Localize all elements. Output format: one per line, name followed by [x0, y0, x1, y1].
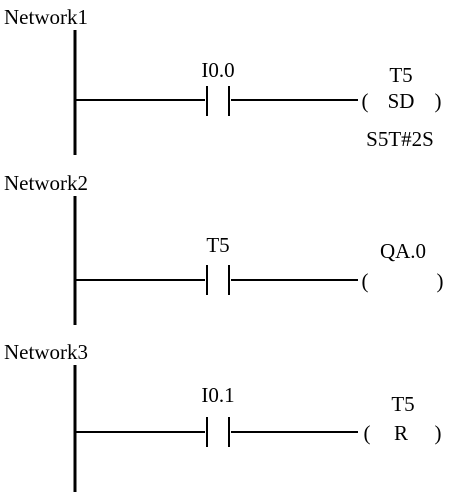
network-title: Network2	[4, 171, 88, 195]
coil-operand: T5	[389, 63, 412, 87]
coil-parameter: S5T#2S	[366, 127, 434, 151]
contact-label: T5	[206, 233, 229, 257]
contact-label: I0.0	[201, 58, 234, 82]
coil-close-paren: )	[435, 89, 442, 113]
coil-operand: T5	[391, 392, 414, 416]
coil-instruction: SD	[388, 89, 415, 113]
coil-open-paren: (	[362, 89, 369, 113]
coil-close-paren: )	[435, 421, 442, 445]
coil-open-paren: (	[364, 421, 371, 445]
network-3: Network3 I0.1 T5 ( R )	[4, 340, 442, 492]
coil-close-paren: )	[437, 269, 444, 293]
network-title: Network1	[4, 5, 88, 29]
coil-operand: QA.0	[380, 239, 426, 263]
network-1: Network1 I0.0 T5 ( SD ) S5T#2S	[4, 5, 442, 155]
coil-instruction: R	[394, 421, 408, 445]
coil-open-paren: (	[362, 269, 369, 293]
network-2: Network2 T5 QA.0 ( )	[4, 171, 444, 325]
network-title: Network3	[4, 340, 88, 364]
contact-label: I0.1	[201, 383, 234, 407]
